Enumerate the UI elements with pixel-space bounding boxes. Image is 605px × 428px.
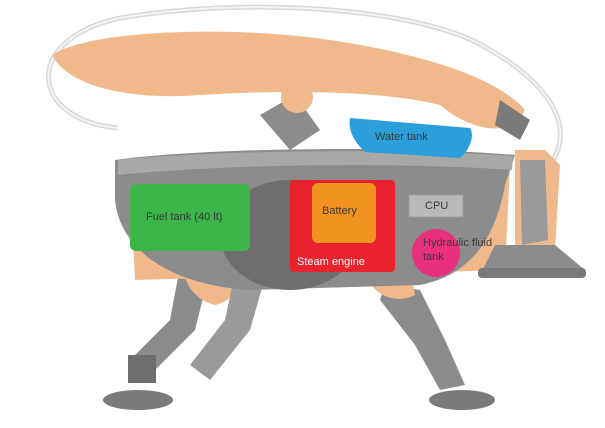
nozzle-base — [478, 268, 586, 278]
battery — [312, 183, 376, 243]
hydraulic-hose-inner — [47, 6, 562, 176]
fuel-tank-label: Fuel tank (40 lt) — [146, 211, 222, 223]
hydraulic-fluid-tank — [412, 229, 460, 277]
water-tank-label: Water tank — [375, 131, 428, 143]
neck-arm — [260, 95, 320, 150]
hydraulic-fluid-label-line1: Hydraulic fluid — [423, 237, 492, 249]
cpu — [408, 194, 464, 218]
cpu-label: CPU — [425, 200, 448, 212]
body-shell-band — [118, 151, 513, 175]
arm-tip — [495, 100, 530, 140]
head-front-detail — [520, 160, 548, 245]
fuel-tank — [130, 184, 250, 251]
hydraulic-fluid-label-line2: tank — [423, 251, 444, 263]
upper-arm — [52, 31, 525, 129]
battery-label: Battery — [322, 205, 357, 217]
front-leg — [365, 265, 495, 410]
steam-engine-label: Steam engine — [297, 256, 365, 268]
water-tank — [349, 118, 472, 158]
nozzle — [480, 245, 585, 275]
